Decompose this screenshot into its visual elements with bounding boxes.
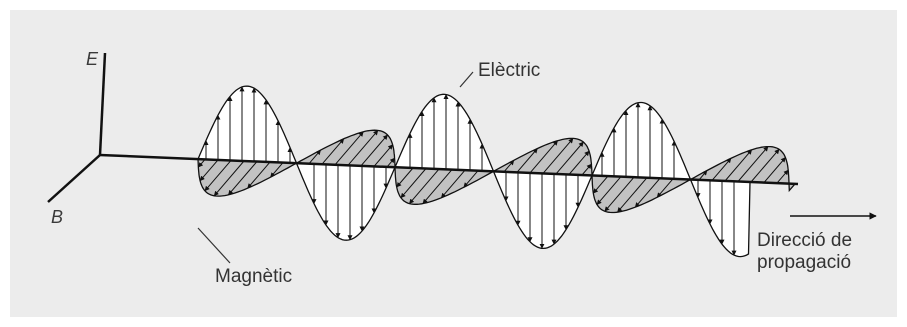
magnetic-lobe (491, 137, 593, 177)
magnetic-vector (463, 170, 479, 188)
electric-lobe (689, 178, 751, 258)
magnetic-vector (247, 161, 271, 189)
electric-leader-line (459, 71, 474, 88)
magnetic-wave (197, 129, 797, 214)
propagation-axis-line (99, 153, 799, 186)
magnetic-vector (334, 131, 364, 166)
magnetic-vector (698, 170, 708, 181)
electric-lobe (492, 170, 593, 250)
magnetic-vector (596, 176, 622, 205)
magnetic-label: Magnètic (215, 266, 293, 287)
magnetic-lobe (394, 166, 496, 205)
magnetic-vector (724, 149, 753, 182)
magnetic-vector (750, 148, 780, 183)
magnetic-vector (656, 178, 674, 198)
magnetic-vector (529, 140, 558, 174)
direction-label-line2: propagació (757, 252, 852, 273)
magnetic-vector (503, 159, 515, 173)
em-wave-diagram (47, 52, 877, 264)
magnetic-vector (604, 176, 635, 212)
magnetic-vector (568, 150, 590, 175)
magnetic-vector (776, 169, 789, 184)
magnetic-vector (199, 159, 219, 182)
magnetic-vector (270, 162, 284, 178)
magnetic-vector (634, 177, 661, 208)
magnetic-vector (422, 169, 453, 204)
electric-label: Elèctric (478, 60, 541, 81)
magnetic-vector (228, 161, 258, 196)
magnetic-vector (592, 175, 609, 194)
magnetic-vector (581, 163, 592, 176)
magnetic-vector (711, 157, 732, 181)
magnetic-vector (763, 157, 786, 183)
b-axis-label: B (51, 207, 64, 227)
magnetic-vector (737, 146, 769, 182)
magnetic-vector (555, 141, 584, 175)
diagram-panel: E B Elèctric Magnètic Direcció de propag… (10, 10, 897, 317)
magnetic-vector (617, 177, 648, 213)
e-axis-label: E (86, 49, 99, 69)
magnetic-vector (347, 130, 379, 166)
magnetic-vector (396, 167, 414, 188)
electric-lobe (197, 85, 298, 164)
magnetic-vector (213, 160, 245, 197)
magnetic-vector (360, 134, 388, 167)
magnetic-vector (400, 168, 427, 199)
magnetic-vector (373, 144, 393, 167)
magnetic-leader-line (197, 227, 231, 264)
magnetic-lobe (591, 174, 693, 214)
direction-label-line1: Direcció de (757, 230, 853, 251)
b-axis-line (47, 154, 101, 203)
magnetic-vector (308, 149, 321, 165)
magnetic-vector (440, 169, 466, 199)
magnetic-lobe (688, 145, 790, 185)
electric-lobe (591, 101, 692, 181)
electric-lobe (295, 162, 396, 241)
magnetic-vector (542, 138, 574, 174)
magnetic-vector (409, 168, 440, 204)
magnetic-vector (321, 138, 345, 165)
magnetic-vector (516, 148, 538, 173)
magnetic-vector (386, 157, 395, 168)
electric-wave (197, 85, 751, 258)
magnetic-vector (204, 160, 232, 192)
e-axis-line (98, 52, 107, 156)
magnetic-vector (198, 159, 206, 168)
